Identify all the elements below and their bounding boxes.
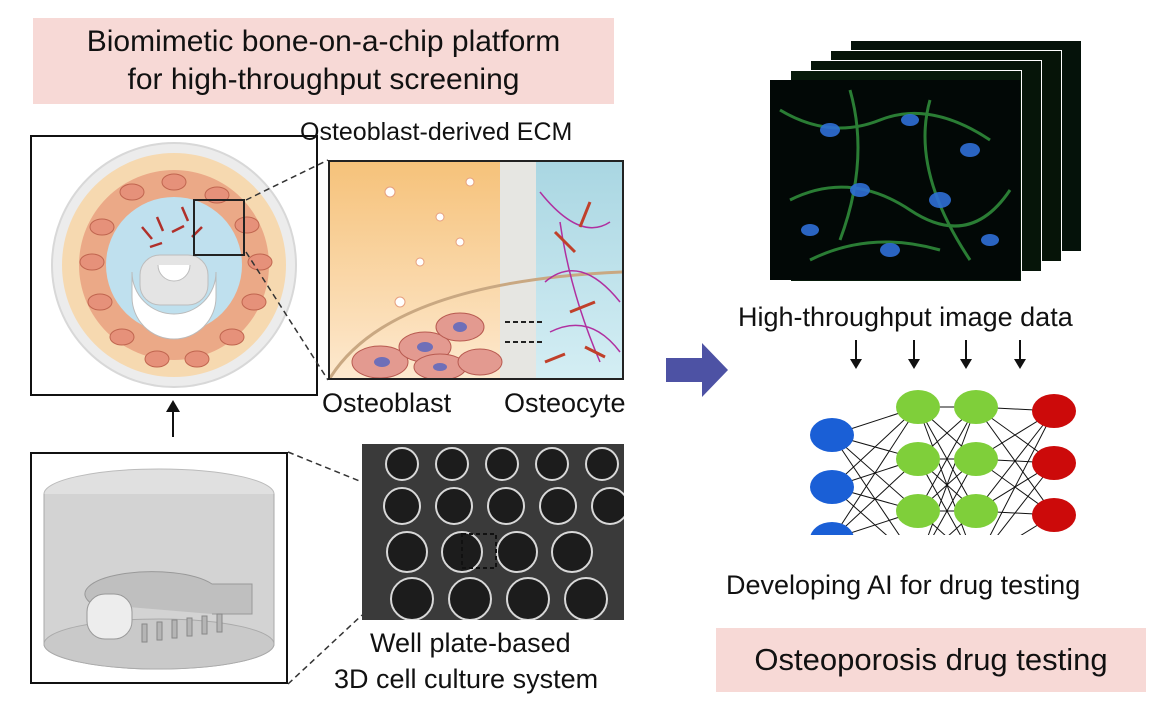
ai-label: Developing AI for drug testing <box>726 570 1081 600</box>
chip-3d-illustration <box>43 468 275 670</box>
hidden-node <box>896 390 940 424</box>
neural-network-diagram <box>810 340 1076 535</box>
microscopy-image-stack <box>770 40 1090 282</box>
network-connection <box>989 410 1055 535</box>
down-arrow-icon <box>908 359 920 369</box>
output-node <box>1032 446 1076 480</box>
input-node <box>810 418 854 452</box>
network-connection <box>933 458 977 535</box>
down-arrow-icon <box>1014 359 1026 369</box>
transition-arrow-icon <box>666 343 728 397</box>
ecm-zoom-illustration <box>330 162 622 378</box>
hidden-node <box>954 442 998 476</box>
down-arrow-icon <box>850 359 862 369</box>
well-plate-illustration <box>362 444 624 620</box>
output-node <box>1032 498 1076 532</box>
chip-3d-frame <box>30 452 288 684</box>
image-layer-front <box>770 80 1020 280</box>
hidden-node <box>896 494 940 528</box>
network-connection <box>834 406 919 535</box>
output-node <box>1032 394 1076 428</box>
up-arrow-head <box>166 400 180 412</box>
down-arrow-icon <box>960 359 972 369</box>
input-node <box>810 522 854 535</box>
image-data-label: High-throughput image data <box>738 302 1073 332</box>
network-connection <box>927 406 977 535</box>
well-plate-label-line-1: Well plate-based <box>370 628 571 658</box>
network-connection <box>835 458 919 535</box>
hidden-node <box>954 390 998 424</box>
ecm-label: Osteoblast-derived ECM <box>300 118 573 146</box>
chip-top-view-illustration <box>51 142 297 388</box>
chip-top-view-frame <box>30 135 318 396</box>
hidden-node <box>896 442 940 476</box>
ecm-zoom-panel <box>328 160 624 380</box>
osteocyte-label: Osteocyte <box>504 388 626 418</box>
title-line-2: for high-throughput screening <box>127 63 520 96</box>
well-plate-label-line-2: 3D cell culture system <box>334 664 599 694</box>
network-connection <box>975 410 1055 512</box>
hidden-node <box>954 494 998 528</box>
drug-testing-box: Osteoporosis drug testing <box>716 628 1146 692</box>
input-node <box>810 470 854 504</box>
network-connection <box>831 406 919 488</box>
network-connection <box>997 462 1055 535</box>
network-connection <box>917 406 977 512</box>
title-line-1: Biomimetic bone-on-a-chip platform <box>86 25 561 58</box>
drug-testing-label: Osteoporosis drug testing <box>754 642 1108 677</box>
osteoblast-label: Osteoblast <box>322 388 452 418</box>
fluorescence-cells-illustration <box>779 89 1012 262</box>
well-plate-photo <box>362 444 624 620</box>
title-box: Biomimetic bone-on-a-chip platform for h… <box>33 18 614 104</box>
